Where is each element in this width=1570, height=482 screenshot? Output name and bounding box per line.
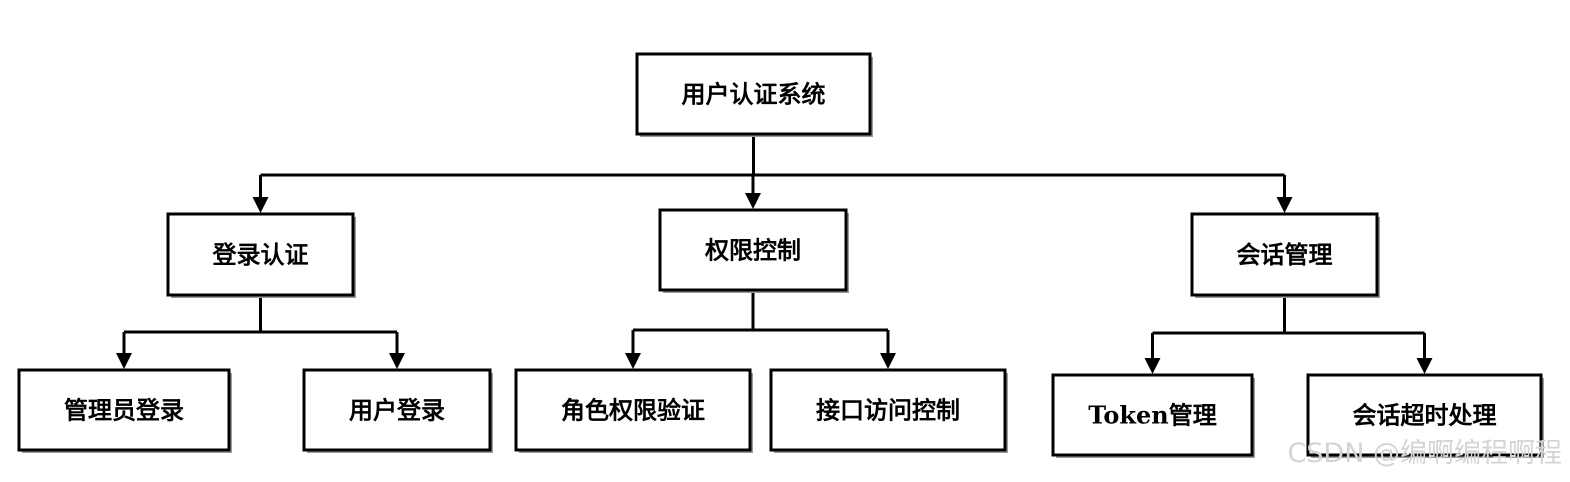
arrowhead <box>1276 197 1293 213</box>
node-box <box>17 368 231 452</box>
node-label: 用户登录 <box>349 396 445 425</box>
node-session: 会话管理 <box>1190 212 1380 298</box>
node-label: 会话超时处理 <box>1353 401 1497 430</box>
node-login: 登录认证 <box>166 212 356 298</box>
node-admin-login: 管理员登录 <box>17 368 232 453</box>
node-label: 管理员登录 <box>64 396 184 425</box>
node-box <box>658 208 848 292</box>
node-label: 权限控制 <box>704 236 801 265</box>
arrowhead <box>1144 358 1161 374</box>
node-box <box>635 52 872 136</box>
node-label: 用户认证系统 <box>682 80 826 109</box>
node-label: 接口访问控制 <box>816 396 960 425</box>
node-role-verify: 角色权限验证 <box>514 368 753 453</box>
arrowhead <box>389 353 405 369</box>
node-label: 登录认证 <box>212 240 309 269</box>
node-box <box>1051 373 1254 457</box>
node-box <box>1190 212 1379 297</box>
node-token-mgmt: Token管理 <box>1051 373 1255 458</box>
node-box <box>302 368 492 452</box>
arrowhead <box>116 353 132 369</box>
edges-layer <box>116 134 1433 374</box>
arrowhead <box>625 353 641 369</box>
arrowhead <box>745 193 761 209</box>
node-box <box>514 368 752 452</box>
node-box <box>166 212 355 297</box>
node-user-login: 用户登录 <box>302 368 493 453</box>
arrowhead <box>880 353 896 369</box>
watermark: CSDN @编啊编程啊程 <box>1287 438 1562 469</box>
arrowhead <box>1416 358 1433 374</box>
node-perm: 权限控制 <box>658 208 849 293</box>
arrowhead <box>252 197 269 213</box>
node-label: Token管理 <box>1088 401 1216 430</box>
node-session-timeout: 会话超时处理 <box>1306 373 1544 458</box>
node-root: 用户认证系统 <box>635 52 873 137</box>
node-label: 会话管理 <box>1237 240 1333 269</box>
node-box <box>769 368 1007 452</box>
node-api-access: 接口访问控制 <box>769 368 1008 453</box>
node-box <box>1306 373 1543 457</box>
node-label: 角色权限验证 <box>561 396 705 425</box>
